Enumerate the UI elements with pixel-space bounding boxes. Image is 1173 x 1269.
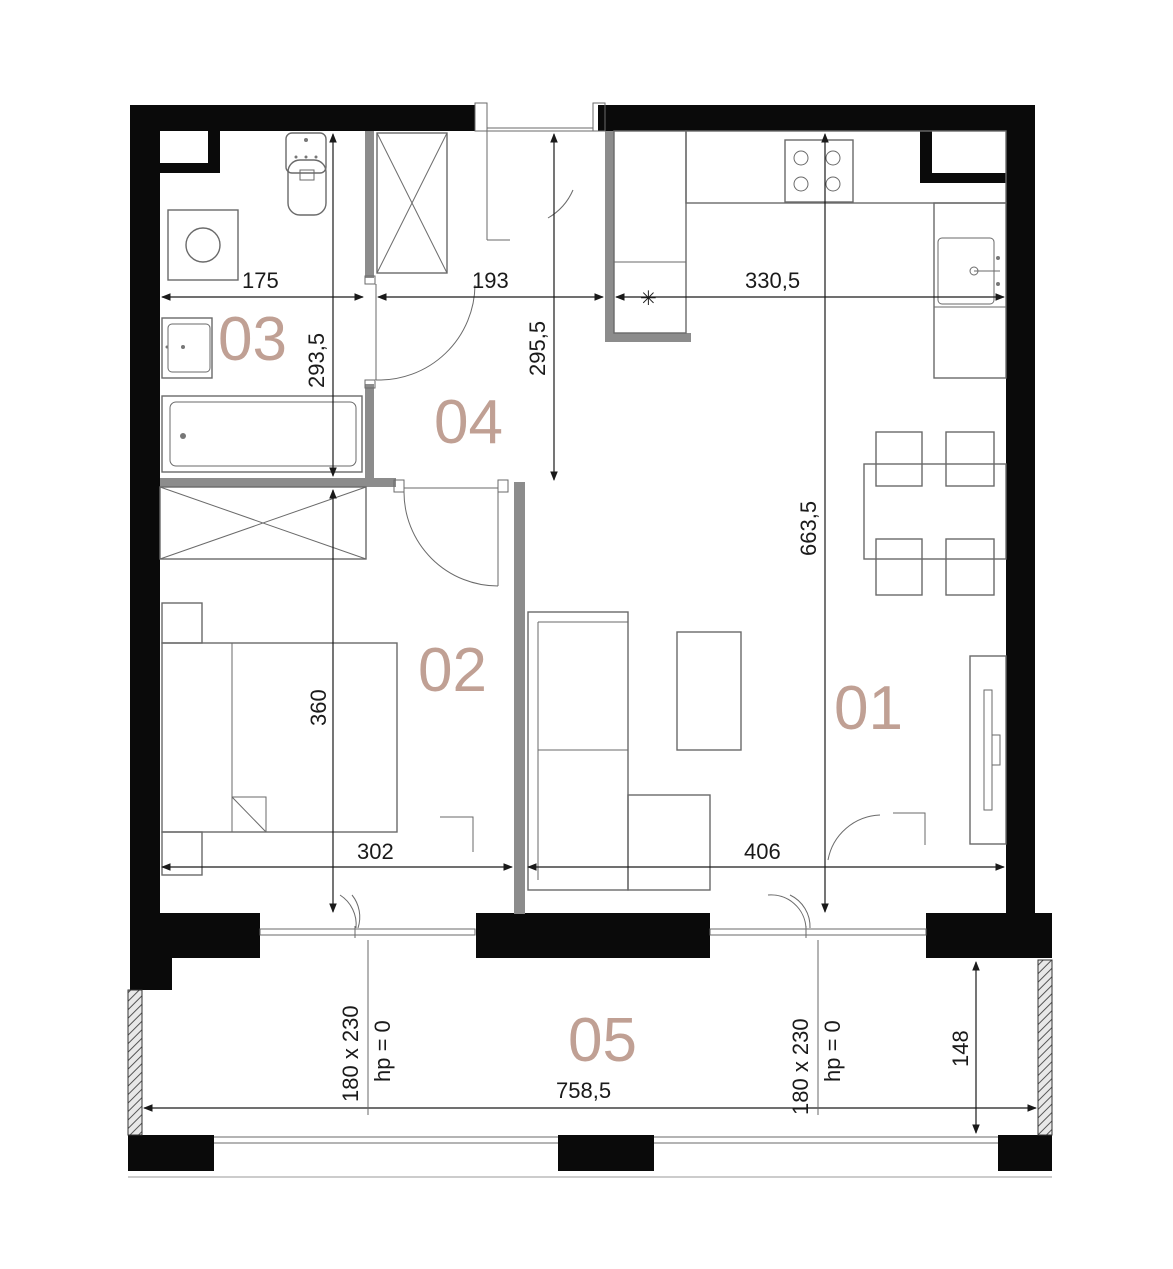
dim-bedroom-height: 360: [306, 689, 331, 726]
room-label-03: 03: [218, 305, 287, 374]
doors: [339, 131, 926, 929]
dim-bath-height: 293,5: [304, 333, 329, 388]
dim-living-height: 663,5: [796, 501, 821, 556]
dim-bath-width: 175: [242, 268, 279, 293]
bottom-windows: [259, 926, 927, 938]
balcony-right-wall: [1037, 959, 1053, 1136]
room-label-02: 02: [418, 636, 487, 705]
door-right-size: 180 x 230: [788, 1018, 813, 1115]
dimension-lines: [143, 133, 1037, 1134]
entrance-opening: [474, 102, 606, 132]
svg-text:✳: ✳: [640, 288, 657, 310]
dim-balcony-width: 758,5: [556, 1078, 611, 1103]
room-label-04: 04: [434, 388, 503, 457]
balcony-rail: [214, 1136, 998, 1144]
door-right-hp: hp = 0: [820, 1020, 845, 1082]
door-left-size: 180 x 230: [338, 1005, 363, 1102]
furniture: ✳: [159, 130, 1007, 891]
dim-balcony-depth: 148: [948, 1030, 973, 1067]
dim-hall-width: 193: [472, 268, 509, 293]
dim-bedroom-width: 302: [357, 839, 394, 864]
exterior-walls: [128, 105, 1052, 1171]
room-label-01: 01: [834, 674, 903, 743]
partition-walls: [160, 131, 691, 914]
dim-living-width: 406: [744, 839, 781, 864]
dim-kitchen-width: 330,5: [745, 268, 800, 293]
room-label-05: 05: [568, 1006, 637, 1075]
balcony-left-wall: [127, 989, 143, 1136]
door-left-hp: hp = 0: [370, 1020, 395, 1082]
dim-hall-height: 295,5: [525, 321, 550, 376]
